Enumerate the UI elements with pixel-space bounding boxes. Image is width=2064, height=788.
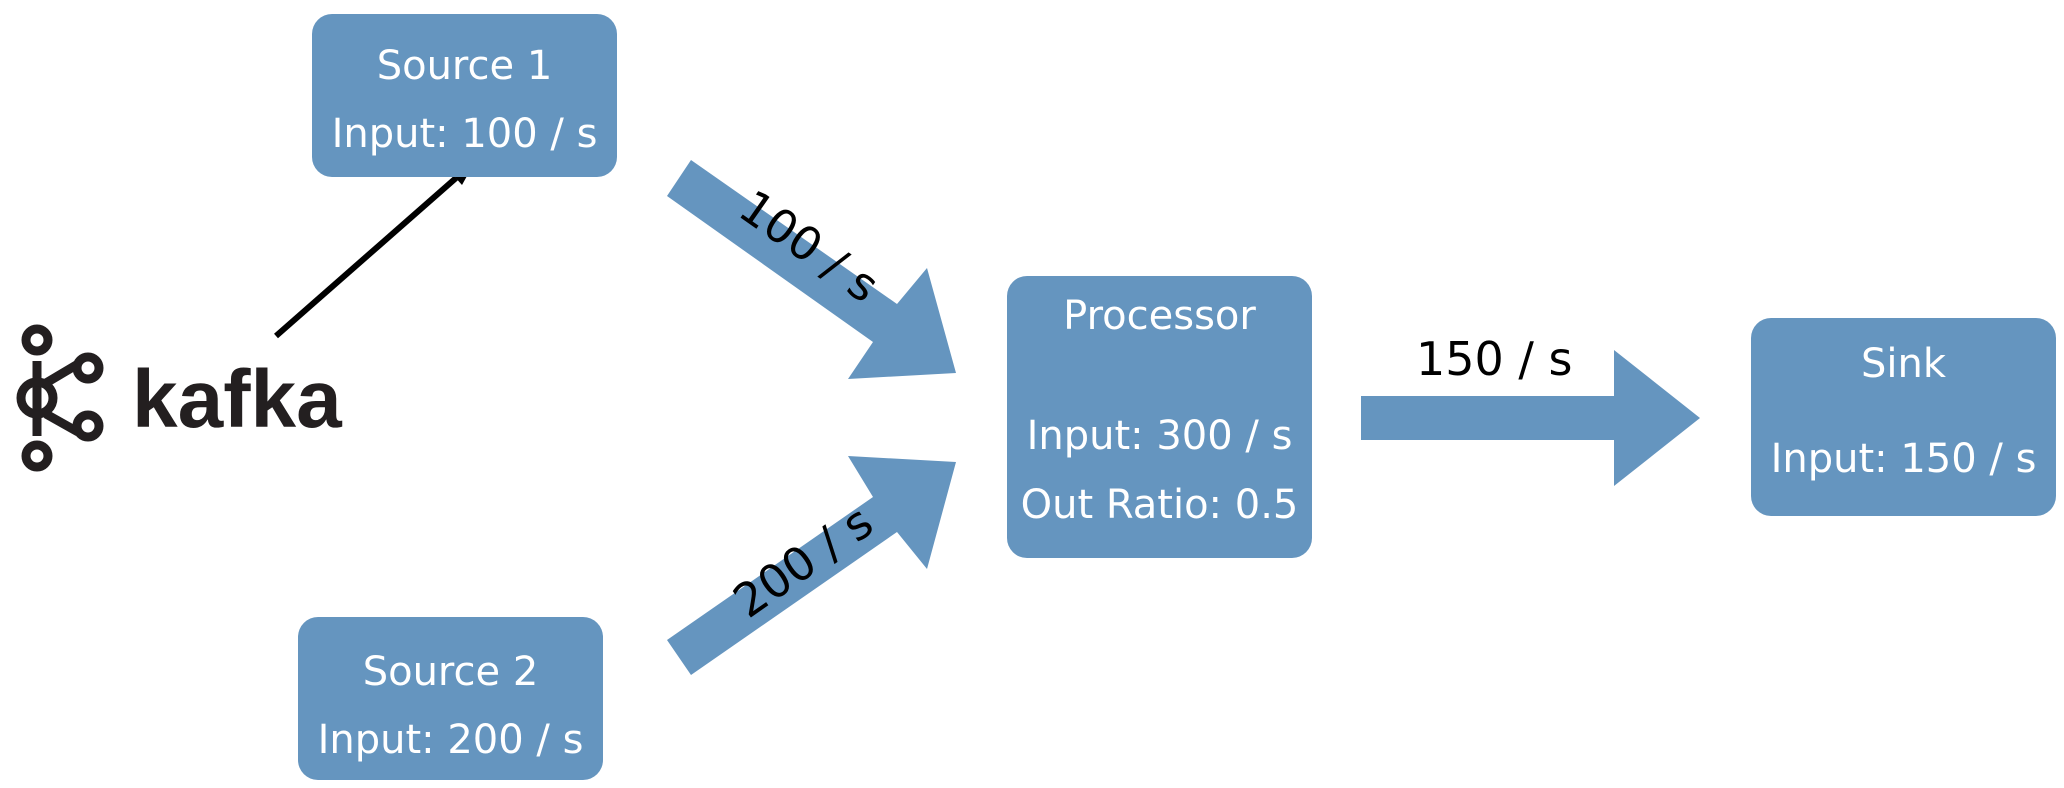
processor-out-ratio: Out Ratio: 0.5 <box>1020 482 1299 528</box>
source-2-input: Input: 200 / s <box>317 717 584 763</box>
processor-node: Processor Input: 300 / s Out Ratio: 0.5 <box>1007 276 1312 558</box>
flow-arrow-processor-sink <box>1361 350 1700 486</box>
sink-title: Sink <box>1860 341 1947 387</box>
flow-arrow-source1-processor <box>667 160 956 379</box>
source-2-node: Source 2 Input: 200 / s <box>298 617 603 780</box>
flow-arrow-source2-processor <box>667 456 956 675</box>
kafka-logo-icon <box>16 324 104 472</box>
source-1-node: Source 1 Input: 100 / s <box>312 14 617 177</box>
source-1-input: Input: 100 / s <box>331 111 598 157</box>
source-1-title: Source 1 <box>376 43 553 89</box>
kafka-wordmark: kafka <box>132 354 343 445</box>
sink-input: Input: 150 / s <box>1770 436 2037 482</box>
sink-node: Sink Input: 150 / s <box>1751 318 2056 516</box>
processor-title: Processor <box>1063 293 1256 339</box>
edge-label-processor-sink: 150 / s <box>1416 332 1573 386</box>
kafka-to-source1-arrow <box>274 158 477 339</box>
source-2-title: Source 2 <box>362 649 539 695</box>
processor-input: Input: 300 / s <box>1026 413 1293 459</box>
